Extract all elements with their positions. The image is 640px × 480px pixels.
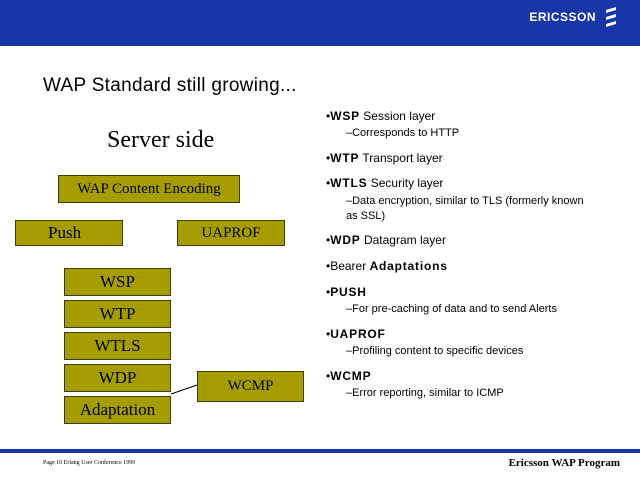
uaprof-box: UAPROF (177, 220, 285, 246)
bullet-wtls: •WTLS Security layer (326, 176, 444, 190)
slide-title: WAP Standard still growing... (43, 75, 297, 96)
wtp-box: WTP (64, 300, 171, 328)
server-side-heading: Server side (107, 127, 215, 153)
bullet-push-detail: –For pre-caching of data and to send Ale… (346, 303, 557, 315)
wsp-box: WSP (64, 268, 171, 296)
bullet-wtls-detail: –Data encryption, similar to TLS (former… (346, 195, 584, 207)
footer-divider (0, 449, 640, 453)
wcmp-box: WCMP (197, 371, 304, 402)
adaptation-box: Adaptation (64, 396, 171, 424)
bullet-uaprof-detail: –Profiling content to specific devices (346, 345, 524, 357)
bullet-wcmp-detail: –Error reporting, similar to ICMP (346, 387, 504, 399)
header-bar: ERICSSON (0, 0, 640, 46)
bullet-bearer-adaptations: •Bearer Adaptations (326, 259, 448, 273)
wdp-box: WDP (64, 364, 171, 392)
push-box: Push (15, 220, 123, 246)
footer-page-info: Page 10 Erlang User Conference 1999 (43, 460, 136, 466)
bullet-wtls-detail-2: as SSL) (346, 210, 386, 222)
bullet-wtp: •WTP Transport layer (326, 151, 443, 165)
footer-program-name: Ericsson WAP Program (508, 457, 620, 469)
bullet-wcmp: •WCMP (326, 369, 372, 383)
bullet-push: •PUSH (326, 285, 367, 299)
ericsson-logo-icon (606, 7, 616, 27)
bullet-uaprof: •UAPROF (326, 327, 386, 341)
bullet-wdp: •WDP Datagram layer (326, 233, 446, 247)
bullet-wsp-detail: –Corresponds to HTTP (346, 127, 460, 139)
bullet-wsp: •WSP Session layer (326, 109, 436, 123)
wtls-box: WTLS (64, 332, 171, 360)
brand-name: ERICSSON (529, 10, 596, 24)
content-encoding-box: WAP Content Encoding (58, 175, 240, 203)
